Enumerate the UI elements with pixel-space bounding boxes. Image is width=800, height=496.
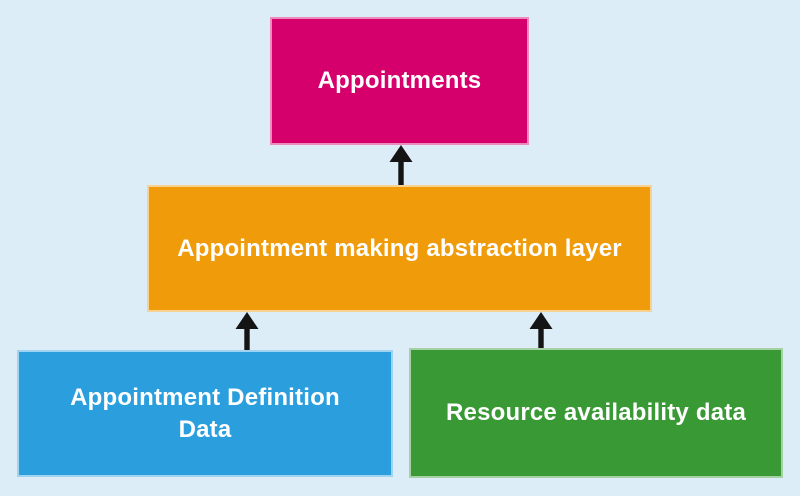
node-appointments-label: Appointments <box>317 67 482 95</box>
node-appointment-definition-data-label: Appointment Definition Data <box>70 384 340 443</box>
node-resource-availability-data: Resource availability data <box>409 348 783 478</box>
arrow-up-icon <box>389 145 413 185</box>
arrow-up-icon <box>529 312 553 348</box>
node-resource-availability-data-label: Resource availability data <box>446 399 746 427</box>
node-appointments: Appointments <box>270 17 529 145</box>
arrow-up-icon <box>235 312 259 350</box>
node-abstraction-layer-label: Appointment making abstraction layer <box>177 234 622 262</box>
node-abstraction-layer: Appointment making abstraction layer <box>147 185 652 312</box>
node-appointment-definition-data: Appointment Definition Data <box>17 350 393 477</box>
